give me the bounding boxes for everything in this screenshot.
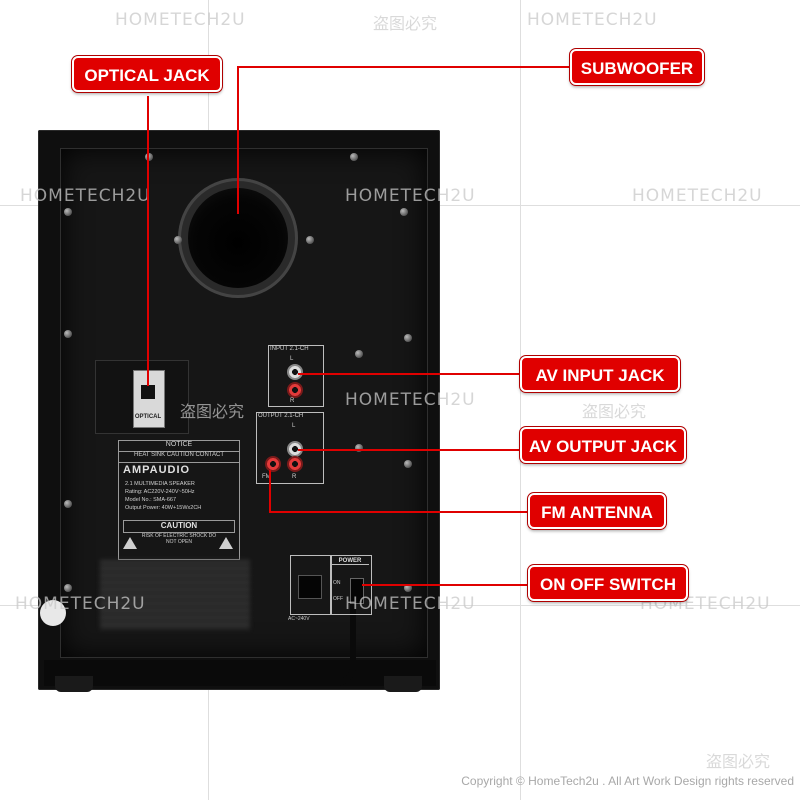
screw <box>404 334 412 342</box>
screw <box>64 208 72 216</box>
optical-leader <box>147 96 149 386</box>
fm-antenna-socket <box>265 456 281 472</box>
input-r-label: R <box>290 398 295 404</box>
notice-heat: HEAT SINK CAUTION CONTACT <box>119 452 239 463</box>
output-l-label: L <box>292 423 296 429</box>
callout-optical-jack: OPTICAL JACK <box>72 56 222 92</box>
callout-av-input-jack: AV INPUT JACK <box>520 356 680 392</box>
fm-leader-horizontal <box>269 511 528 513</box>
spec-line: 2.1 MULTIMEDIA SPEAKER <box>125 481 195 487</box>
ac-input-panel <box>290 555 332 615</box>
risk-text: RISK OF ELECTRIC SHOCK DO NOT OPEN <box>141 533 217 545</box>
watermark-text: HOMETECH2U <box>527 10 658 30</box>
fm-leader-vertical <box>269 470 271 512</box>
optical-label: OPTICAL <box>134 414 162 420</box>
cabinet-foot <box>384 676 422 692</box>
input-l-label: L <box>290 356 294 362</box>
spec-line: Rating: AC220V-240V~50Hz <box>125 489 195 495</box>
callout-fm-antenna: FM ANTENNA <box>528 493 666 529</box>
av-input-leader <box>298 373 520 375</box>
spec-line: Model No.: SMA-667 <box>125 497 177 503</box>
caution-heading: CAUTION <box>123 520 235 533</box>
warning-icon <box>219 537 233 549</box>
callout-subwoofer: SUBWOOFER <box>570 49 704 85</box>
watermark-text: HOMETECH2U <box>20 186 151 206</box>
screw <box>400 208 408 216</box>
watermark-line <box>520 0 521 800</box>
av-output-leader <box>298 449 520 451</box>
screw <box>350 153 358 161</box>
power-label: POWER <box>331 558 369 565</box>
input-left-rca <box>287 364 303 380</box>
brand-logo: AMPAUDIO <box>123 464 191 476</box>
screw <box>404 584 412 592</box>
watermark-cn: 盗图必究 <box>180 402 245 421</box>
power-cable <box>290 590 356 686</box>
switch-on-label: ON <box>333 580 341 586</box>
watermark-text: HOMETECH2U <box>115 10 246 30</box>
optical-jack-housing <box>133 370 165 428</box>
screw <box>306 236 314 244</box>
input-label: INPUT 2.1-CH <box>270 346 309 352</box>
notice-title: NOTICE <box>119 441 239 452</box>
cabinet-base <box>44 660 436 686</box>
subwoofer-leader-vertical <box>237 66 239 214</box>
ac-label: AC~240V <box>288 616 310 622</box>
watermark-text: HOMETECH2U <box>632 186 763 206</box>
watermark-cn: 盗图必究 <box>582 402 647 421</box>
round-sticker <box>40 600 66 626</box>
screw <box>145 153 153 161</box>
watermark-text: HOMETECH2U <box>15 594 146 614</box>
switch-leader <box>362 584 528 586</box>
output-right-rca <box>287 456 303 472</box>
output-jack-panel <box>256 412 324 484</box>
output-label: OUTPUT 2.1-CH <box>258 413 304 419</box>
watermark-text: HOMETECH2U <box>345 390 476 410</box>
subwoofer-leader-horizontal <box>237 66 570 68</box>
callout-av-output-jack: AV OUTPUT JACK <box>520 427 686 463</box>
screw <box>64 500 72 508</box>
output-left-rca <box>287 441 303 457</box>
screw <box>64 584 72 592</box>
screw <box>404 460 412 468</box>
input-jack-panel <box>268 345 324 407</box>
screw <box>64 330 72 338</box>
screw <box>355 350 363 358</box>
watermark-cn: 盗图必究 <box>706 752 771 771</box>
input-right-rca <box>287 382 303 398</box>
rocker-switch <box>350 578 364 604</box>
blurred-sticker <box>100 560 250 630</box>
spec-line: Output Power: 40W+15Wx2CH <box>125 505 202 511</box>
fm-label: FM <box>262 474 271 480</box>
callout-on-off-switch: ON OFF SWITCH <box>528 565 688 601</box>
output-r-label: R <box>292 474 297 480</box>
notice-label: NOTICE HEAT SINK CAUTION CONTACT AMPAUDI… <box>118 440 240 560</box>
screw <box>174 236 182 244</box>
watermark-text: HOMETECH2U <box>345 594 476 614</box>
copyright-text: Copyright © HomeTech2u . All Art Work De… <box>461 774 794 788</box>
screw <box>355 444 363 452</box>
watermark-text: HOMETECH2U <box>345 186 476 206</box>
switch-off-label: OFF <box>333 596 343 602</box>
optical-port <box>141 385 155 399</box>
cabinet-foot <box>55 676 93 692</box>
warning-icon <box>123 537 137 549</box>
watermark-cn: 盗图必究 <box>373 14 438 33</box>
